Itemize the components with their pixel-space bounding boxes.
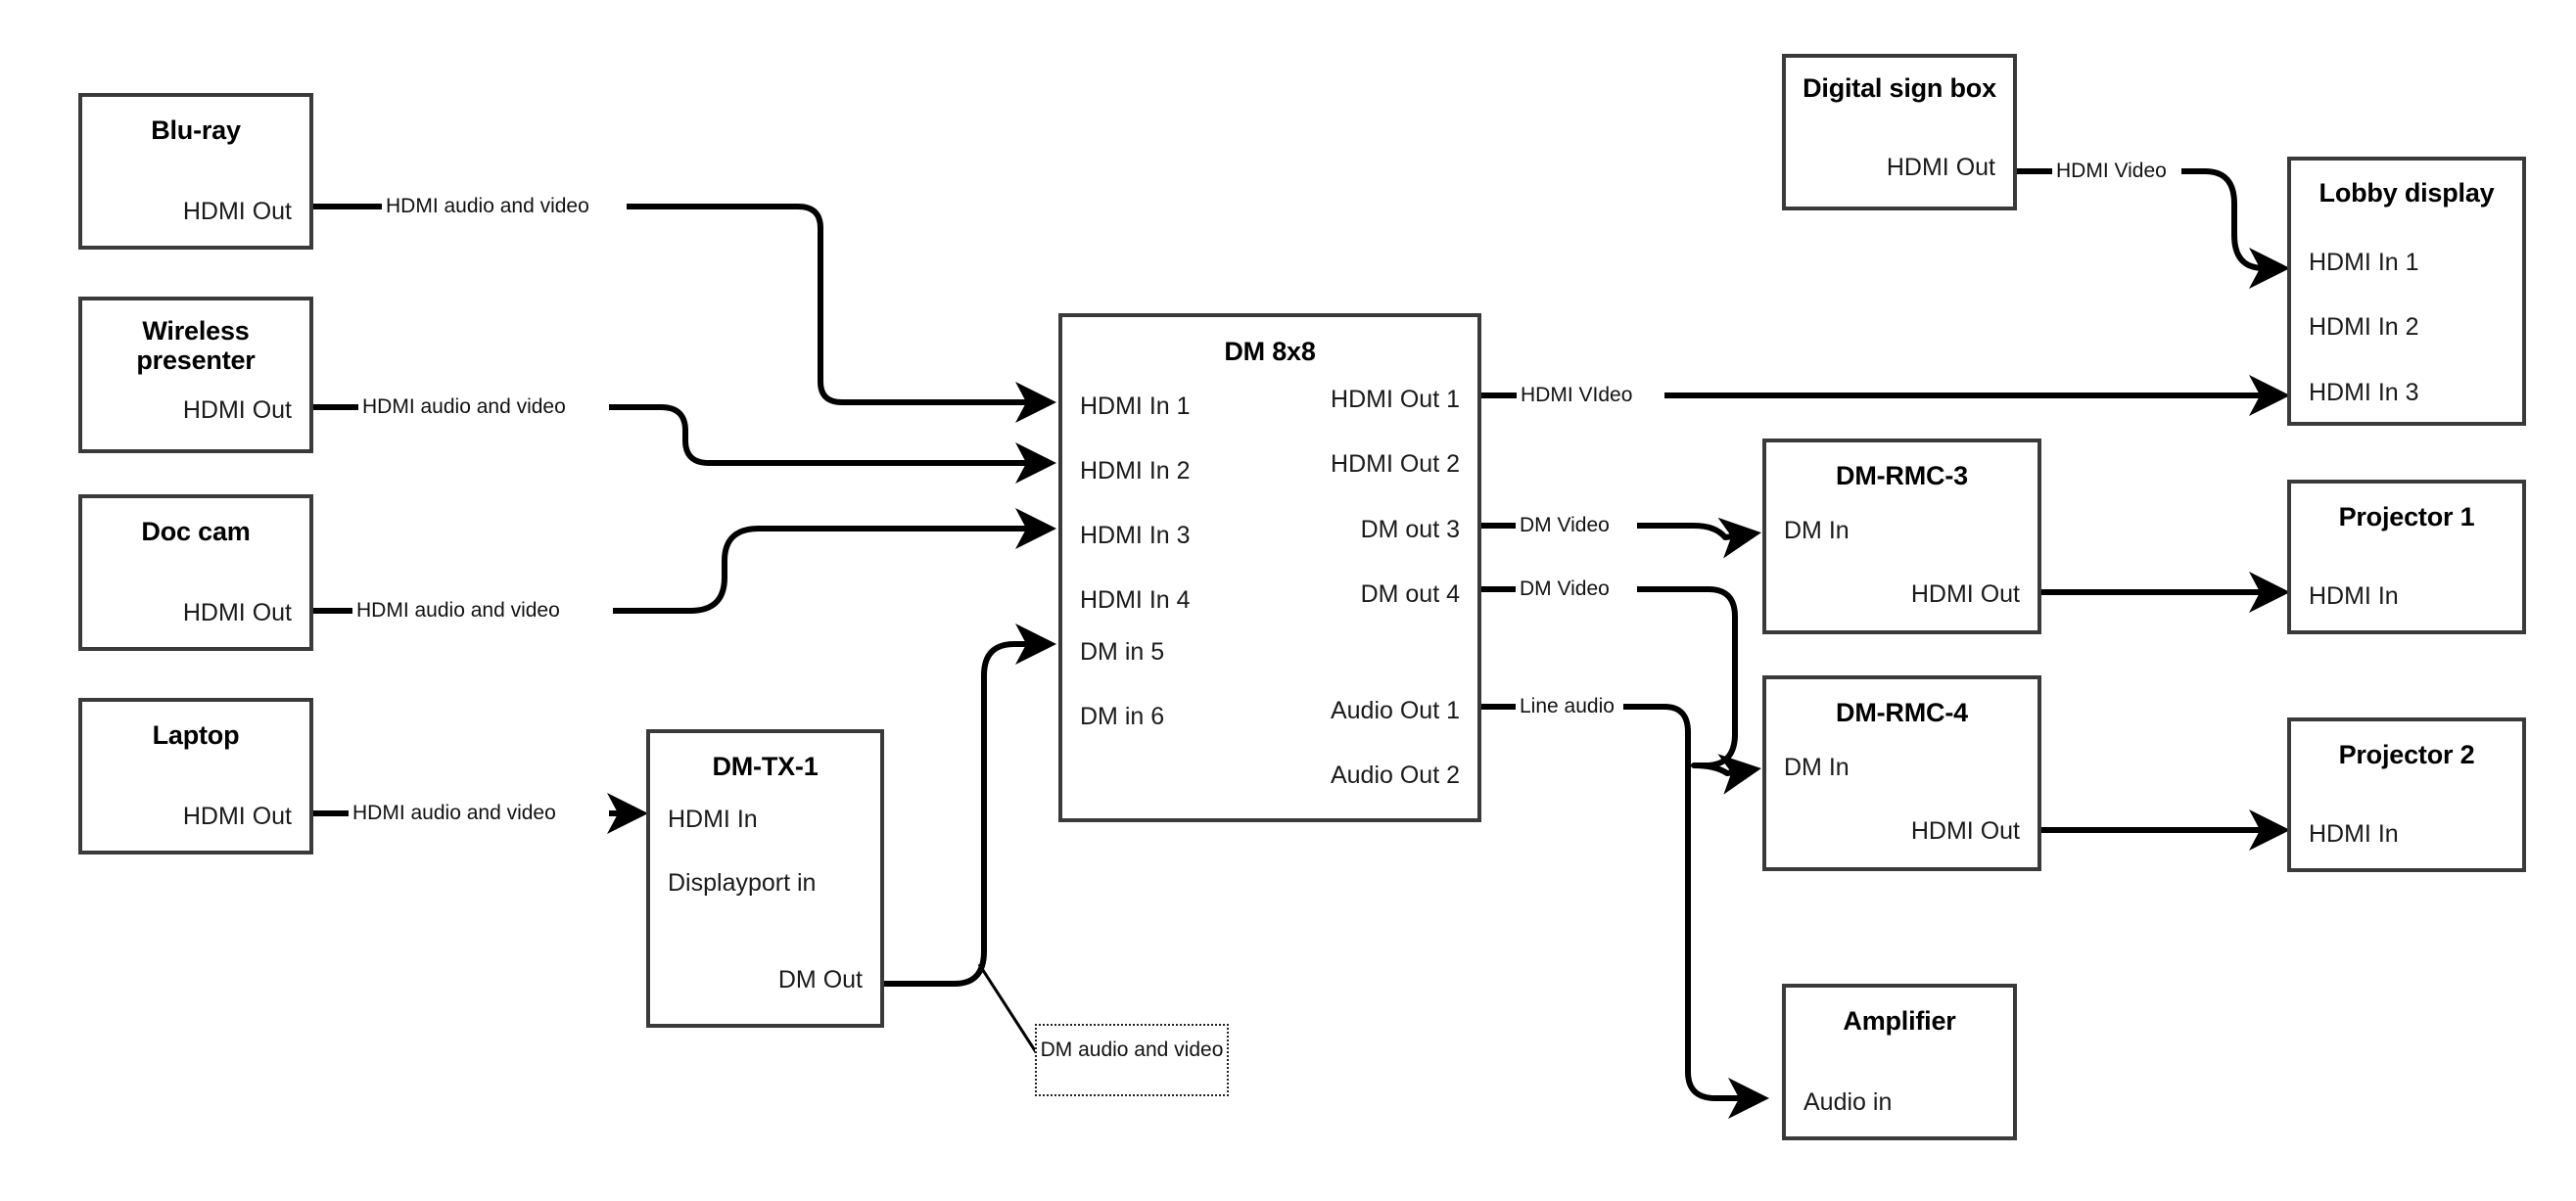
port-lobby-hdmi-in-1[interactable]: HDMI In 1 — [2309, 249, 2419, 276]
device-amplifier[interactable]: Amplifier Audio in — [1782, 984, 2017, 1140]
port-dmtx1-hdmi-in[interactable]: HDMI In — [668, 806, 758, 833]
port-dm8x8-dm-in-6[interactable]: DM in 6 — [1080, 703, 1165, 730]
port-digitalsign-hdmi-out[interactable]: HDMI Out — [1886, 154, 1995, 181]
link-dm8x8-dmout4-to-rmc4 — [1481, 586, 1755, 773]
device-doc-cam[interactable]: Doc cam HDMI Out — [78, 494, 313, 651]
device-title-doc-cam: Doc cam — [141, 517, 251, 546]
device-title-dm-tx-1: DM-TX-1 — [712, 752, 819, 781]
device-title-wireless-presenter: Wireless presenter — [136, 316, 256, 376]
port-dm8x8-hdmi-out-2[interactable]: HDMI Out 2 — [1331, 450, 1460, 478]
link-wireless-to-dm8x8-in2 — [313, 404, 1050, 463]
device-digital-sign-box[interactable]: Digital sign box HDMI Out — [1782, 54, 2017, 210]
link-label-line-audio: Line audio — [1516, 696, 1618, 716]
link-doccam-to-dm8x8-in3 — [313, 529, 1050, 614]
link-label-wireless: HDMI audio and video — [358, 396, 570, 417]
device-title-dm-rmc-3: DM-RMC-3 — [1836, 461, 1968, 490]
link-dm8x8-dmout3-to-rmc3 — [1481, 526, 1755, 537]
device-title-dm-rmc-4: DM-RMC-4 — [1836, 698, 1968, 727]
device-lobby-display[interactable]: Lobby display HDMI In 1 HDMI In 2 HDMI I… — [2287, 157, 2526, 426]
port-rmc3-dm-in[interactable]: DM In — [1784, 517, 1850, 544]
port-projector2-hdmi-in[interactable]: HDMI In — [2309, 820, 2399, 848]
device-title-digital-sign-box: Digital sign box — [1803, 73, 1996, 103]
port-lobby-hdmi-in-2[interactable]: HDMI In 2 — [2309, 313, 2419, 341]
device-title-bluray: Blu-ray — [151, 115, 241, 145]
link-digitalsign-to-lobby-in1 — [2017, 168, 2283, 268]
link-label-dm-video-out4: DM Video — [1516, 578, 1614, 599]
link-label-bluray: HDMI audio and video — [382, 196, 593, 216]
device-title-dm-8x8: DM 8x8 — [1224, 337, 1316, 366]
annotation-text-dm-audio-and-video: DM audio and video — [1040, 1039, 1224, 1061]
port-dm8x8-hdmi-out-1[interactable]: HDMI Out 1 — [1331, 386, 1460, 413]
link-dm8x8-audioout1-to-amplifier — [1481, 704, 1762, 1098]
device-title-projector-1: Projector 1 — [2338, 502, 2475, 531]
link-label-dm-video-out3: DM Video — [1516, 515, 1614, 535]
port-doccam-hdmi-out[interactable]: HDMI Out — [182, 599, 292, 626]
device-title-laptop: Laptop — [152, 720, 240, 750]
port-bluray-hdmi-out[interactable]: HDMI Out — [182, 198, 292, 225]
device-title-amplifier: Amplifier — [1843, 1006, 1956, 1036]
port-dmtx1-displayport-in[interactable]: Displayport in — [668, 869, 817, 897]
port-dm8x8-hdmi-in-4[interactable]: HDMI In 4 — [1080, 586, 1191, 614]
port-rmc3-hdmi-out[interactable]: HDMI Out — [1910, 580, 2020, 608]
port-projector1-hdmi-in[interactable]: HDMI In — [2309, 582, 2399, 610]
port-dm8x8-dm-in-5[interactable]: DM in 5 — [1080, 638, 1165, 666]
device-projector-2[interactable]: Projector 2 HDMI In — [2287, 717, 2526, 872]
port-dm8x8-dm-out-3[interactable]: DM out 3 — [1360, 516, 1460, 543]
port-wireless-hdmi-out[interactable]: HDMI Out — [182, 396, 292, 424]
device-bluray[interactable]: Blu-ray HDMI Out — [78, 93, 313, 250]
port-rmc4-hdmi-out[interactable]: HDMI Out — [1910, 817, 2020, 845]
port-dmtx1-dm-out[interactable]: DM Out — [777, 966, 863, 993]
port-dm8x8-dm-out-4[interactable]: DM out 4 — [1360, 580, 1460, 608]
port-lobby-hdmi-in-3[interactable]: HDMI In 3 — [2309, 379, 2419, 406]
annotation-dm-audio-and-video: DM audio and video — [1035, 1024, 1229, 1096]
device-projector-1[interactable]: Projector 1 HDMI In — [2287, 480, 2526, 634]
device-dm-rmc-4[interactable]: DM-RMC-4 DM In HDMI Out — [1762, 675, 2041, 871]
port-dm8x8-hdmi-in-1[interactable]: HDMI In 1 — [1080, 393, 1191, 420]
leader-line-dm-audio-video-note — [977, 963, 1040, 1056]
port-dm8x8-hdmi-in-2[interactable]: HDMI In 2 — [1080, 457, 1191, 485]
device-dm-8x8[interactable]: DM 8x8 HDMI In 1 HDMI In 2 HDMI In 3 HDM… — [1058, 313, 1481, 822]
port-dm8x8-audio-out-1[interactable]: Audio Out 1 — [1330, 697, 1460, 724]
link-label-hdmi-video-signbox: HDMI Video — [2052, 161, 2171, 181]
device-title-projector-2: Projector 2 — [2338, 740, 2475, 769]
link-label-hdmi-video-out1: HDMI VIdeo — [1517, 385, 1637, 405]
port-amplifier-audio-in[interactable]: Audio in — [1803, 1088, 1893, 1116]
port-dm8x8-audio-out-2[interactable]: Audio Out 2 — [1330, 762, 1460, 789]
link-label-laptop: HDMI audio and video — [349, 803, 560, 823]
port-rmc4-dm-in[interactable]: DM In — [1784, 754, 1850, 781]
device-wireless-presenter[interactable]: Wireless presenter HDMI Out — [78, 297, 313, 453]
port-dm8x8-hdmi-in-3[interactable]: HDMI In 3 — [1080, 522, 1191, 549]
link-bluray-to-dm8x8-in1 — [313, 204, 1050, 402]
device-dm-rmc-3[interactable]: DM-RMC-3 DM In HDMI Out — [1762, 439, 2041, 634]
device-title-lobby-display: Lobby display — [2318, 178, 2495, 208]
link-dmtx1-to-dm8x8-in5 — [884, 624, 1056, 987]
device-laptop[interactable]: Laptop HDMI Out — [78, 698, 313, 855]
port-laptop-hdmi-out[interactable]: HDMI Out — [182, 803, 292, 830]
link-label-doccam: HDMI audio and video — [352, 600, 564, 621]
device-dm-tx-1[interactable]: DM-TX-1 HDMI In Displayport in DM Out — [646, 729, 884, 1028]
